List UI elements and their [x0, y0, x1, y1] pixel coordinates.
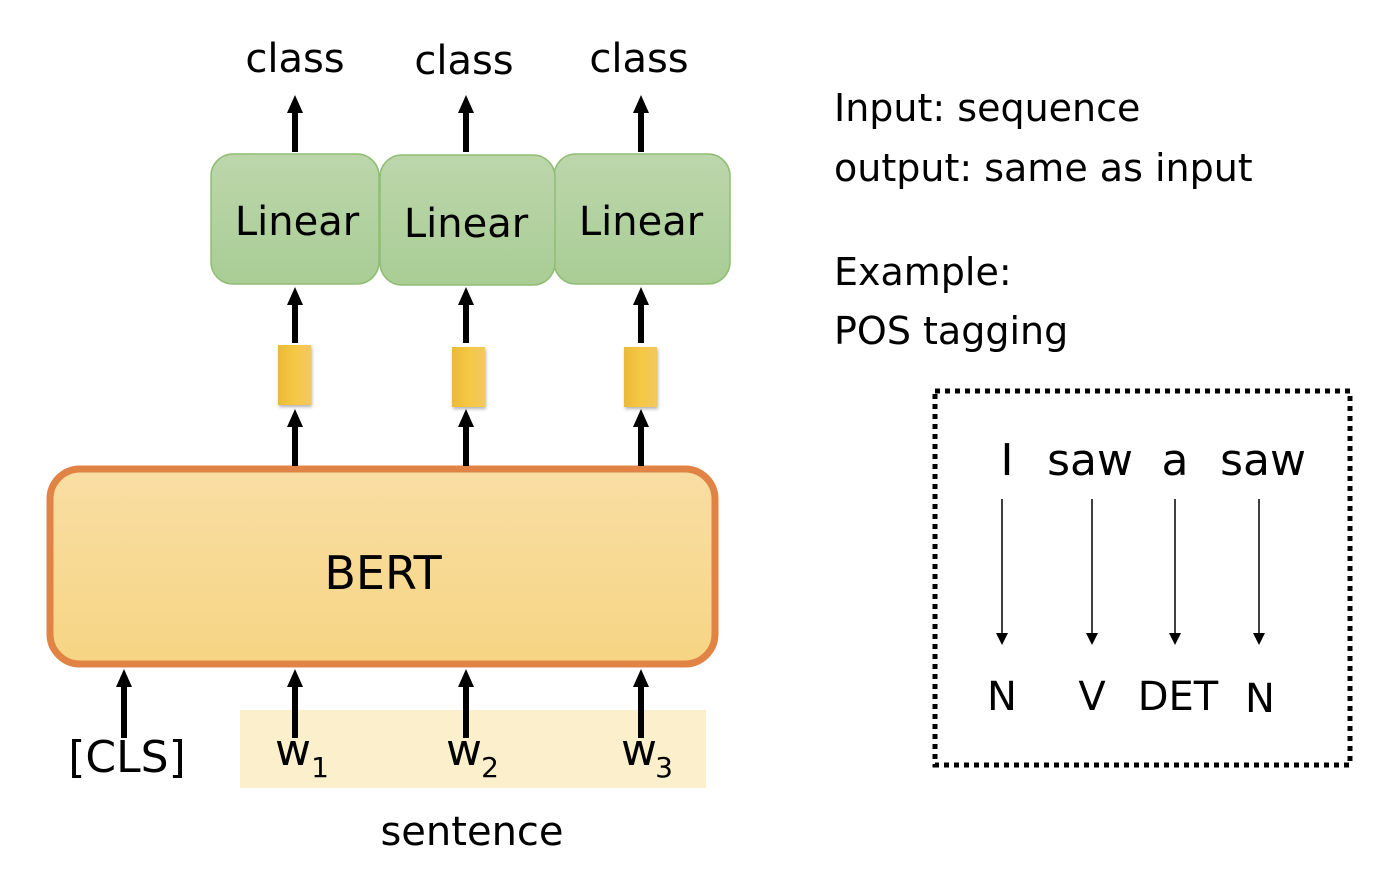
- linear-label-3: Linear: [579, 199, 704, 245]
- pos-tag-3: DET: [1138, 674, 1219, 720]
- arrow-token-to-bert-2: [458, 669, 474, 738]
- arrow-linear-to-class-3: [633, 95, 649, 152]
- linear-blocks: [210, 153, 731, 286]
- sentence-background: [240, 710, 706, 788]
- linear-label-2: Linear: [404, 201, 529, 247]
- pos-tags: N V DET N: [987, 674, 1275, 722]
- output-label-3: class: [589, 36, 688, 82]
- output-label-1: class: [245, 36, 344, 82]
- pos-arrow-2: [1086, 499, 1098, 645]
- pos-arrow-3: [1169, 499, 1181, 645]
- pos-word-4: saw: [1220, 435, 1306, 486]
- pos-example-box: [932, 388, 1353, 768]
- arrow-embedding-to-linear-3: [633, 287, 649, 343]
- pos-word-2: saw: [1047, 435, 1133, 486]
- pos-arrow-4: [1253, 499, 1265, 645]
- description-input: Input: sequence: [834, 86, 1140, 130]
- embedding-vector-3: [624, 347, 657, 407]
- bert-label: BERT: [324, 546, 442, 600]
- arrow-bert-to-embedding-3: [633, 409, 649, 466]
- pos-tag-4: N: [1245, 676, 1275, 722]
- description-example: Example:: [834, 250, 1012, 294]
- arrow-linear-to-class-1: [287, 95, 303, 152]
- arrow-token-to-bert-3: [633, 669, 649, 738]
- output-labels: class class class: [245, 36, 688, 84]
- pos-words: I saw a saw: [1001, 435, 1306, 486]
- embedding-vector-2: [452, 347, 485, 407]
- arrow-bert-to-embedding-1: [287, 409, 303, 466]
- pos-tag-2: V: [1078, 674, 1106, 720]
- pos-tag-1: N: [987, 674, 1017, 720]
- linear-block-1: [210, 153, 380, 285]
- cls-token: [CLS]: [68, 732, 186, 783]
- arrow-token-to-bert-1: [287, 669, 303, 738]
- token-2-base: w: [446, 725, 482, 776]
- pos-arrows: [996, 499, 1265, 645]
- token-3: w 3: [621, 725, 673, 784]
- arrow-bert-to-embedding-2: [458, 409, 474, 466]
- token-2-subscript: 2: [481, 751, 499, 784]
- embedding-vector-1: [278, 345, 311, 405]
- linear-label-1: Linear: [235, 199, 360, 245]
- arrow-embedding-to-linear-2: [458, 287, 474, 343]
- token-3-base: w: [621, 725, 657, 776]
- arrow-linear-to-class-2: [458, 95, 474, 152]
- output-label-2: class: [414, 38, 513, 84]
- bold-arrows: [116, 95, 649, 738]
- token-1-base: w: [275, 725, 311, 776]
- arrow-cls-to-bert: [116, 669, 132, 738]
- token-2: w 2: [446, 725, 499, 784]
- pos-word-1: I: [1001, 435, 1014, 486]
- token-1: w 1: [275, 725, 329, 784]
- bert-block: [46, 465, 719, 668]
- token-3-subscript: 3: [655, 751, 673, 784]
- sentence-label: sentence: [380, 809, 563, 855]
- pos-word-3: a: [1162, 435, 1189, 486]
- description-task: POS tagging: [834, 309, 1068, 353]
- linear-block-2: [379, 154, 556, 286]
- description-output: output: same as input: [834, 146, 1253, 190]
- pos-arrow-1: [996, 499, 1008, 645]
- token-1-subscript: 1: [311, 751, 329, 784]
- arrow-embedding-to-linear-1: [287, 287, 303, 343]
- description: Input: sequence output: same as input Ex…: [834, 86, 1253, 353]
